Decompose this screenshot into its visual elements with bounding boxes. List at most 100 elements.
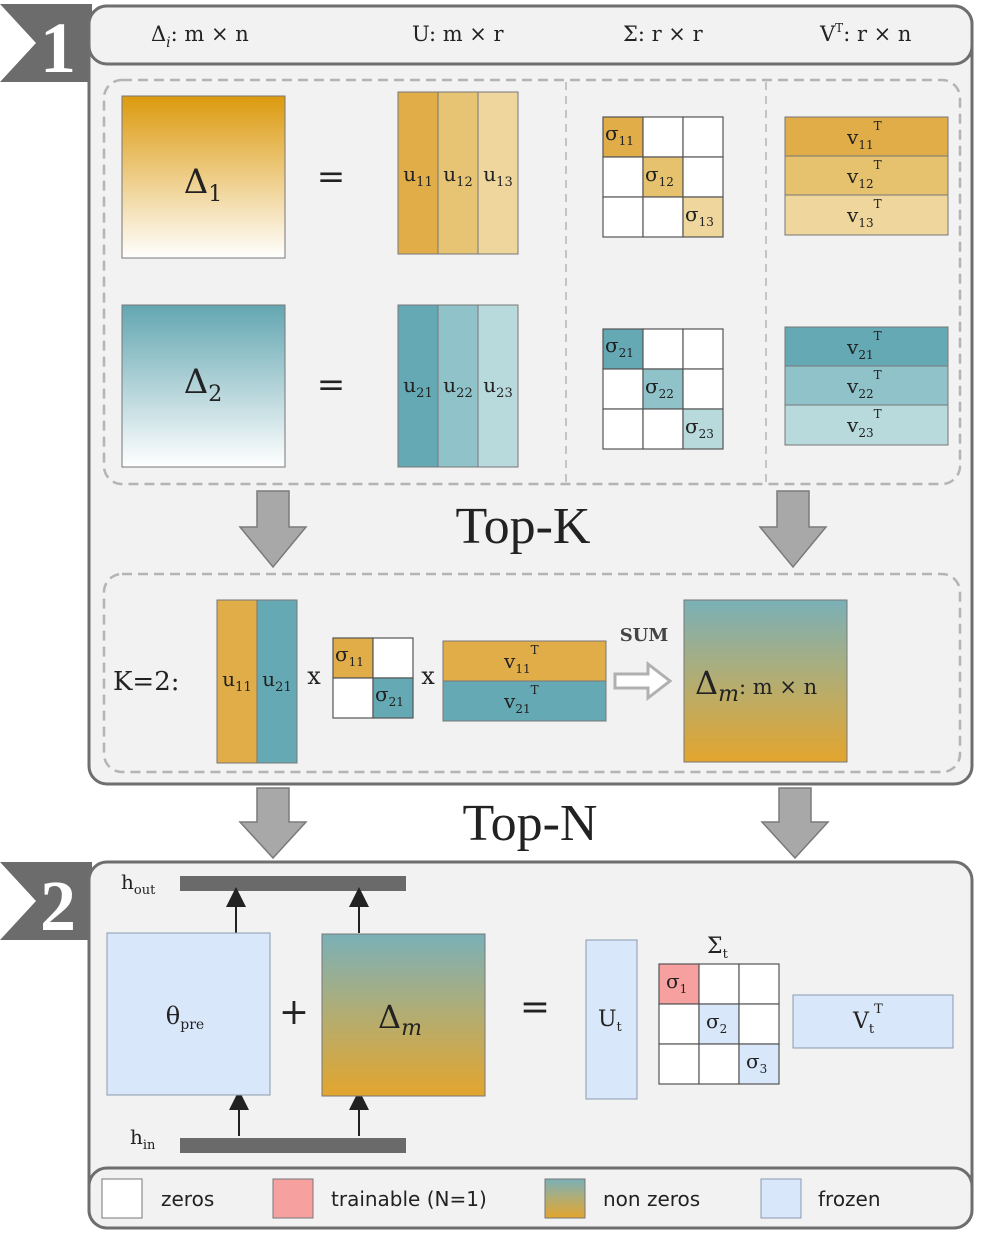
merge-v11-label: v11T [503, 643, 539, 676]
legend-frozen-label: frozen [818, 1187, 881, 1211]
sigma12-label: σ12 [645, 162, 674, 189]
merge-u21-label: u21 [262, 667, 291, 695]
header-labels: Δi: m × n U: m × r Σ: r × r VT: r × n [151, 21, 911, 51]
section-1: 1 Δi: m × n U: m × r Σ: r × r VT: r × n … [0, 4, 974, 786]
delta-m-matrix [321, 933, 486, 1097]
sigma-t-grid: σ1 σ2 σ3 [658, 963, 780, 1085]
delta-m-label: Δm: m × n [695, 664, 817, 707]
header-sigma: Σ: r × r [623, 22, 704, 46]
v-t-matrix [792, 994, 954, 1049]
merge-v21-label: v21T [503, 683, 539, 716]
top-k-arrow-left [238, 490, 308, 569]
u13-label: u13 [483, 162, 512, 190]
merge-u11-column [216, 599, 258, 764]
u13-column [477, 91, 519, 255]
delta-2-matrix [121, 304, 286, 468]
merge-v21-row [442, 680, 607, 722]
top-n-label: Top-N [462, 795, 597, 852]
u11-label: u11 [403, 162, 432, 190]
merge-sigma11-label: σ11 [335, 642, 364, 669]
u-t-label: Ut [598, 1007, 623, 1035]
k-label: K=2: [113, 667, 180, 697]
h-out-bar [180, 876, 406, 891]
merge-u11-label: u11 [222, 667, 251, 695]
plus-sign: + [279, 992, 309, 1033]
legend-zeros-swatch [101, 1178, 143, 1219]
v13-label: v13T [846, 197, 882, 230]
h-in-label: hin [130, 1125, 156, 1153]
section-1-header-bar [87, 4, 974, 66]
v22-label: v22T [846, 368, 882, 401]
legend-nonzeros-label: non zeros [603, 1187, 700, 1211]
sum-label: SUM [620, 625, 669, 646]
v-t-label: VtT [852, 1002, 883, 1037]
row-2-decomposition: Δ2 = u21 u22 u23 σ21 σ22 σ23 [121, 304, 949, 468]
legend-trainable-label: trainable (N=1) [331, 1187, 487, 1211]
u21-label: u21 [403, 373, 432, 401]
merge-u21-column [256, 599, 298, 764]
sigma2-label: σ2 [706, 1009, 727, 1036]
u23-column [477, 304, 519, 468]
top-n-arrow-right [760, 787, 830, 860]
v-1-rows: v11T v12T v13T [784, 116, 949, 236]
badge-number: 1 [40, 8, 76, 88]
times-1: x [307, 662, 321, 690]
sigma3-label: σ3 [746, 1049, 767, 1076]
delta-2-label: Δ2 [184, 362, 223, 407]
u21-column [397, 304, 439, 468]
legend-nonzeros-swatch [544, 1178, 586, 1219]
equals-sign: = [520, 987, 550, 1028]
h-in-bar [180, 1138, 406, 1153]
merge-row: K=2: u11 u21 x σ11 σ21 x v11T v21T SUM Δ… [113, 599, 848, 764]
v12-label: v12T [846, 158, 882, 191]
sum-arrow [613, 660, 673, 702]
sigma23-label: σ23 [685, 414, 714, 441]
legend-trainable-swatch [272, 1178, 314, 1219]
times-2: x [421, 662, 435, 690]
v-2-rows: v21T v22T v23T [784, 326, 949, 446]
v21-label: v21T [846, 329, 882, 362]
sigma13-label: σ13 [685, 202, 714, 229]
v23-label: v23T [846, 407, 882, 440]
header-u: U: m × r [412, 22, 505, 46]
u22-column [437, 304, 479, 468]
top-k-label: Top-K [455, 498, 590, 555]
u23-label: u23 [483, 373, 512, 401]
sigma-2-grid: σ21 σ22 σ23 [602, 328, 724, 450]
header-delta-i: Δi: m × n [151, 22, 249, 51]
delta-1-matrix [121, 95, 286, 259]
sigma22-label: σ22 [645, 374, 674, 401]
equals-1: = [317, 157, 346, 197]
theta-pre-label: θpre [166, 1002, 204, 1033]
u12-label: u12 [443, 162, 472, 190]
delta-m-label: Δm [378, 998, 422, 1041]
sigma11-label: σ11 [605, 121, 634, 148]
section-2-badge: 2 [0, 862, 92, 946]
legend-frozen-swatch [760, 1178, 802, 1219]
top-k-arrow-right [758, 490, 828, 569]
merge-sigma21-label: σ21 [375, 682, 404, 709]
theta-pre-matrix [106, 932, 271, 1096]
legend-zeros-label: zeros [161, 1187, 214, 1211]
sigma-t-label: Σt [707, 934, 729, 962]
section-2: 2 hout hin θpre + Δm = Ut Σt [0, 860, 974, 1230]
equals-2: = [317, 365, 346, 405]
u12-column [437, 91, 479, 255]
decomposition-dashed-box [102, 78, 962, 486]
badge-number: 2 [40, 866, 76, 946]
u11-column [397, 91, 439, 255]
delta-m-merged-matrix [683, 599, 848, 763]
sigma21-label: σ21 [605, 333, 634, 360]
top-n-arrow-left [238, 787, 308, 860]
legend: zeros trainable (N=1) non zeros frozen [101, 1178, 881, 1219]
delta-1-label: Δ1 [184, 162, 223, 207]
u-t-matrix [585, 939, 638, 1100]
row-1-decomposition: Δ1 = u11 u12 u13 σ11 σ12 σ13 [121, 91, 949, 259]
sigma1-label: σ1 [666, 969, 687, 996]
merge-v11-row [442, 640, 607, 682]
h-out-label: hout [121, 870, 156, 898]
section-1-badge: 1 [0, 4, 92, 88]
v11-label: v11T [846, 119, 882, 152]
sigma-1-grid: σ11 σ12 σ13 [602, 116, 724, 238]
